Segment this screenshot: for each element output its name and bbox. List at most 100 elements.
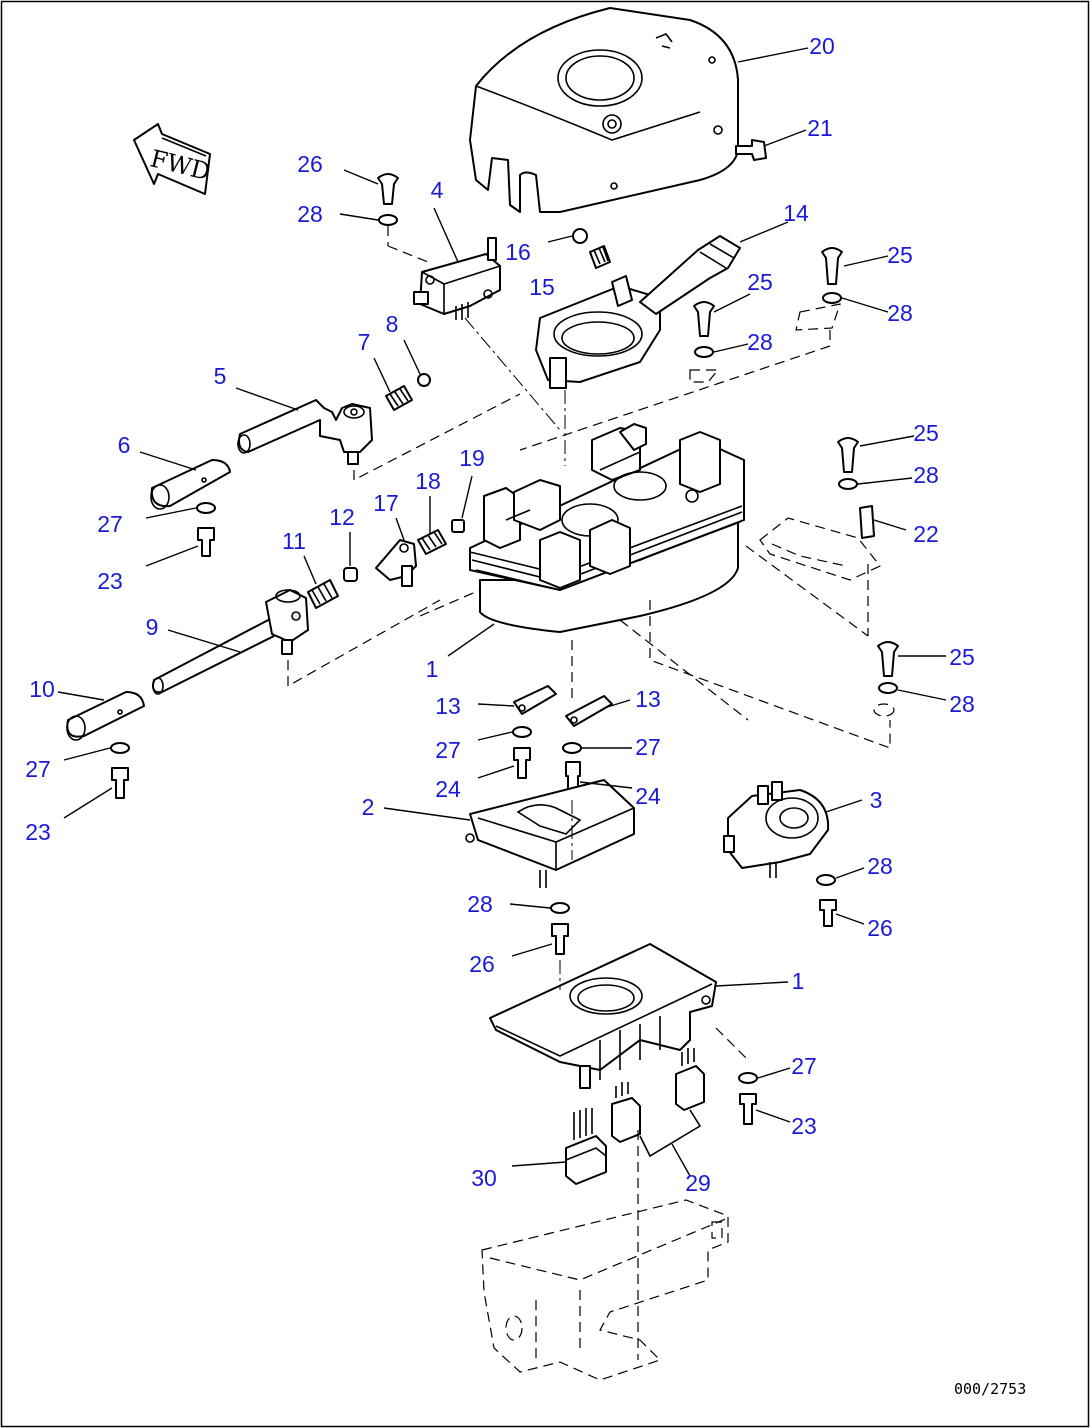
callout-7: 7 xyxy=(358,329,371,355)
part-27-washer xyxy=(196,502,216,514)
part-20-cover xyxy=(469,7,739,213)
part-8-ball xyxy=(417,373,431,387)
callout-25: 25 xyxy=(747,269,773,295)
part-28-washer xyxy=(694,346,714,358)
callout-12: 12 xyxy=(329,504,355,530)
part-6-grip xyxy=(150,459,231,510)
callout-2: 2 xyxy=(362,794,375,820)
callout-28: 28 xyxy=(467,891,493,917)
callout-15: 15 xyxy=(529,274,555,300)
part-25-screw xyxy=(877,641,899,677)
part-22-pin xyxy=(859,505,875,539)
callout-24: 24 xyxy=(435,776,461,802)
part-29-harness xyxy=(611,1048,705,1158)
callout-29: 29 xyxy=(685,1170,711,1196)
callout-30: 30 xyxy=(471,1165,497,1191)
callout-26: 26 xyxy=(469,951,495,977)
callout-25: 25 xyxy=(949,644,975,670)
part-25-screw xyxy=(837,437,859,473)
part-23-bolt xyxy=(197,527,215,557)
part-26-screw xyxy=(551,923,569,955)
part-7-spring xyxy=(385,385,413,411)
callout-20: 20 xyxy=(809,33,835,59)
part-18-spring xyxy=(417,529,447,555)
drawing-number: 000/2753 xyxy=(954,1380,1026,1398)
part-19-ball xyxy=(451,519,465,533)
ghost-mount-bracket xyxy=(481,1130,729,1381)
callout-14: 14 xyxy=(783,200,809,226)
part-11-spring xyxy=(307,579,339,609)
part-27-washer xyxy=(512,726,532,738)
callout-1: 1 xyxy=(426,656,439,682)
part-10-grip xyxy=(66,691,145,741)
callout-18: 18 xyxy=(415,468,441,494)
part-28-washer xyxy=(550,902,570,914)
part-14-bracket xyxy=(535,235,741,389)
part-9-shaft xyxy=(152,589,309,695)
part-23-bolt xyxy=(739,1093,757,1125)
callout-8: 8 xyxy=(386,311,399,337)
callout-23: 23 xyxy=(97,568,123,594)
part-25-screw xyxy=(821,247,843,285)
part-15-spring xyxy=(589,245,611,269)
callout-10: 10 xyxy=(29,676,55,702)
part-17-detent xyxy=(375,539,417,587)
callout-5: 5 xyxy=(214,363,227,389)
callout-23: 23 xyxy=(791,1113,817,1139)
callout-28: 28 xyxy=(887,300,913,326)
callout-22: 22 xyxy=(913,521,939,547)
callout-9: 9 xyxy=(146,614,159,640)
callout-27: 27 xyxy=(791,1053,817,1079)
callout-27: 27 xyxy=(97,511,123,537)
part-5-shaft xyxy=(237,399,373,465)
callout-11: 11 xyxy=(282,528,306,554)
leader-lines xyxy=(57,47,947,1177)
part-1-housing xyxy=(469,423,745,633)
callout-25: 25 xyxy=(887,242,913,268)
part-30-connector xyxy=(565,1108,607,1185)
callout-26: 26 xyxy=(297,151,323,177)
part-3-sensor xyxy=(723,781,830,878)
callout-28: 28 xyxy=(867,853,893,879)
callout-4: 4 xyxy=(431,177,444,203)
callout-23: 23 xyxy=(25,819,51,845)
part-28-washer xyxy=(878,682,898,694)
callout-27: 27 xyxy=(635,734,661,760)
callout-27: 27 xyxy=(435,737,461,763)
callout-27: 27 xyxy=(25,756,51,782)
part-12-ball xyxy=(343,567,358,582)
part-24-bolt xyxy=(513,747,531,779)
callout-28: 28 xyxy=(913,462,939,488)
callout-16: 16 xyxy=(505,239,531,265)
part-26-screw xyxy=(819,899,837,927)
part-1-base-plate xyxy=(489,943,717,1089)
part-28-washer xyxy=(378,214,398,226)
callout-17: 17 xyxy=(373,490,399,516)
callout-1: 1 xyxy=(792,968,805,994)
callout-26: 26 xyxy=(867,915,893,941)
callout-3: 3 xyxy=(870,787,883,813)
callout-25: 25 xyxy=(913,420,939,446)
part-27-washer xyxy=(110,742,130,754)
callout-28: 28 xyxy=(747,329,773,355)
part-27-washer xyxy=(738,1072,758,1084)
part-25-screw xyxy=(693,301,715,337)
part-21-bolt xyxy=(735,139,767,161)
part-23-bolt xyxy=(111,767,129,799)
part-4-switch xyxy=(413,237,501,320)
callout-13: 13 xyxy=(435,693,461,719)
callout-6: 6 xyxy=(118,432,131,458)
part-13-cam xyxy=(513,685,557,715)
callout-28: 28 xyxy=(949,691,975,717)
part-16-ball xyxy=(572,228,588,244)
callout-24: 24 xyxy=(635,783,661,809)
part-27-washer xyxy=(562,742,582,754)
part-28-washer xyxy=(838,478,858,490)
callout-19: 19 xyxy=(459,445,485,471)
callout-13: 13 xyxy=(635,686,661,712)
fwd-arrow: FWD xyxy=(133,123,213,195)
callout-28: 28 xyxy=(297,201,323,227)
